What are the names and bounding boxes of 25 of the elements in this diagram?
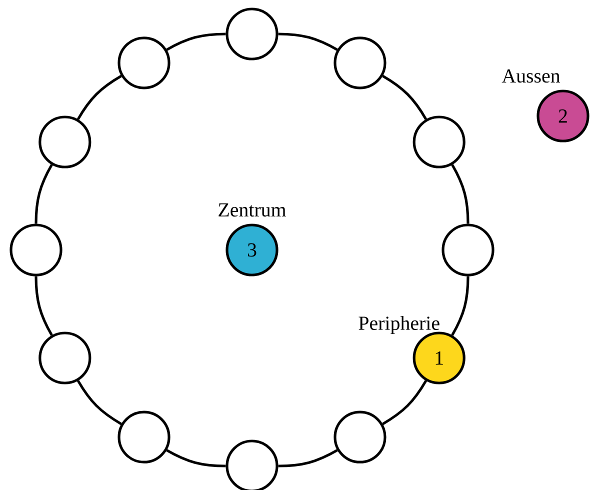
circle-label: Peripherie: [358, 316, 440, 334]
ring-arc: [76, 74, 122, 120]
circle-label: Zentrum: [218, 203, 286, 217]
empty-circle: [334, 36, 386, 90]
empty-circle: [412, 116, 466, 168]
ring-arc: [451, 164, 470, 224]
ring-arc: [382, 74, 428, 120]
empty-circle: [442, 224, 494, 276]
empty-circle: [334, 410, 386, 464]
circle-label: Aussen: [502, 69, 560, 83]
empty-circle: [10, 224, 62, 276]
ring-arc: [76, 380, 122, 426]
empty-circle: [38, 116, 92, 168]
ring-arc: [278, 32, 338, 51]
empty-circle: [118, 410, 170, 464]
empty-circle: [118, 36, 170, 90]
empty-circle: [38, 332, 92, 384]
ring-arc: [166, 32, 226, 51]
ring-arc: [451, 276, 470, 336]
ring-arc: [166, 449, 226, 468]
ring-arc: [34, 164, 53, 224]
ring-arc: [34, 276, 53, 336]
ring-arc: [278, 449, 338, 468]
ring-arc: [382, 380, 428, 426]
empty-circle: [226, 8, 278, 60]
